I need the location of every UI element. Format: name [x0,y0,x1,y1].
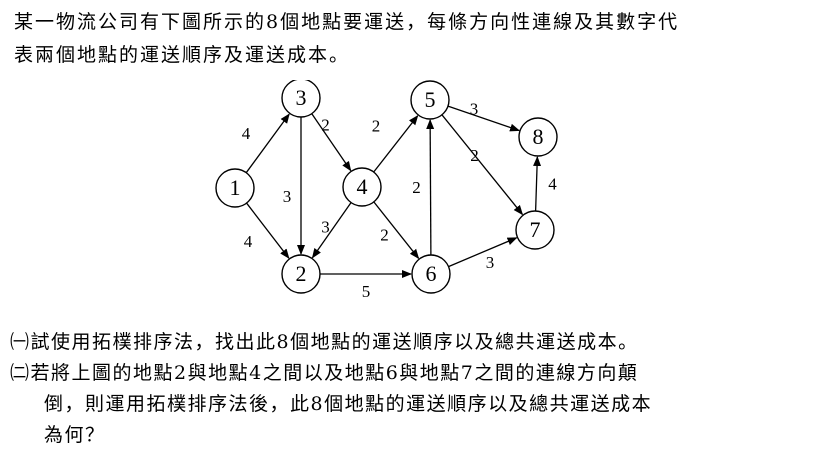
node-label: 7 [530,217,541,242]
edge-cost-label: 3 [321,218,330,237]
edge-cost-label: 2 [321,116,330,135]
node-label: 6 [426,261,437,286]
node-2: 2 [281,254,321,294]
node-label: 2 [296,261,307,286]
question-2-line-3: 為何？ [44,424,106,446]
node-circle [215,168,255,208]
intro-line-1: 某一物流公司有下圖所示的8個地點要運送，每條方向性連線及其數字代 [14,11,680,33]
node-label: 4 [357,174,368,199]
edge-cost-label: 4 [548,175,557,194]
node-7: 7 [515,210,555,250]
question-1-text: 試使用拓樸排序法，找出此8個地點的運送順序以及總共運送成本。 [30,331,639,353]
edge-5-8 [447,105,521,132]
edge-1-2 [246,202,290,259]
edge-3-4 [311,113,352,172]
node-circle [410,80,450,120]
node-circle [342,167,382,207]
node-label: 3 [296,85,307,110]
node-circle [518,117,558,157]
edge-6-5 [426,118,435,256]
node-circle [281,254,321,294]
edge-cost-label: 2 [372,117,381,136]
edge-cost-label: 5 [362,282,371,301]
intro-line-2: 表兩個地點的運送順序及運送成本。 [14,44,351,66]
edge-5-7 [441,114,524,216]
question-2: ㈡若將上圖的地點2與地點4之間以及地點6與地點7之間的連線方向顛 倒，則運用拓樸… [10,358,652,451]
node-3: 3 [281,80,321,118]
node-circle [281,80,321,118]
edge-4-2 [311,202,352,259]
question-1-number: ㈠ [10,331,31,353]
edge-7-8 [533,155,542,212]
node-1: 1 [215,168,255,208]
edge-cost-label: 2 [380,226,389,245]
edge-cost-label: 3 [470,100,479,119]
edge-cost-label: 4 [242,124,251,143]
question-2-line-1: 若將上圖的地點2與地點4之間以及地點6與地點7之間的連線方向顛 [30,362,639,384]
node-8: 8 [518,117,558,157]
node-6: 6 [411,254,451,294]
edge-6-7 [448,237,518,268]
node-label: 5 [425,87,436,112]
problem-intro: 某一物流公司有下圖所示的8個地點要運送，每條方向性連線及其數字代 表兩個地點的運… [14,6,824,72]
question-1: ㈠試使用拓樸排序法，找出此8個地點的運送順序以及總共運送成本。 [10,327,639,358]
node-5: 5 [410,80,450,120]
node-circle [411,254,451,294]
edge-cost-label: 3 [486,253,495,272]
edge-cost-label: 3 [283,187,292,206]
node-circle [515,210,555,250]
question-2-number: ㈡ [10,362,31,384]
edge-4-6 [373,201,420,260]
question-2-line-2: 倒，則運用拓樸排序法後，此8個地點的運送順序以及總共運送成本 [44,393,653,415]
node-label: 1 [230,175,241,200]
edge-cost-label: 4 [244,232,253,251]
node-4: 4 [342,167,382,207]
node-label: 8 [533,124,544,149]
edge-cost-label: 2 [470,146,479,165]
edge-4-5 [373,114,419,173]
edge-1-3 [245,113,290,174]
edge-cost-label: 2 [412,178,421,197]
